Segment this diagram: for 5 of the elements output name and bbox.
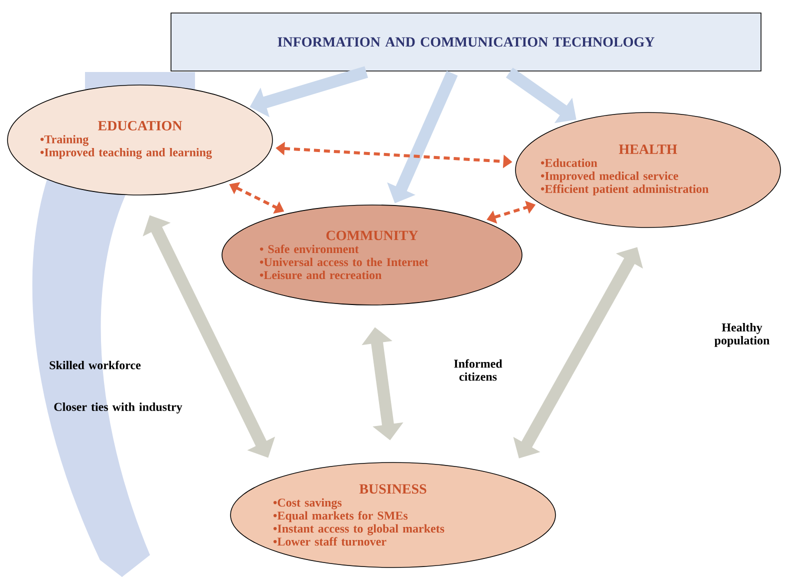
outcome-label: Informed citizens (454, 359, 502, 381)
outcome-label: Closer ties with industry (54, 402, 182, 414)
outcome-label: Skilled workforce (50, 360, 141, 370)
title-box: INFORMATION AND COMMUNICATION TECHNOLOGY (170, 12, 762, 72)
outcome-label: Healthy population (714, 323, 770, 347)
